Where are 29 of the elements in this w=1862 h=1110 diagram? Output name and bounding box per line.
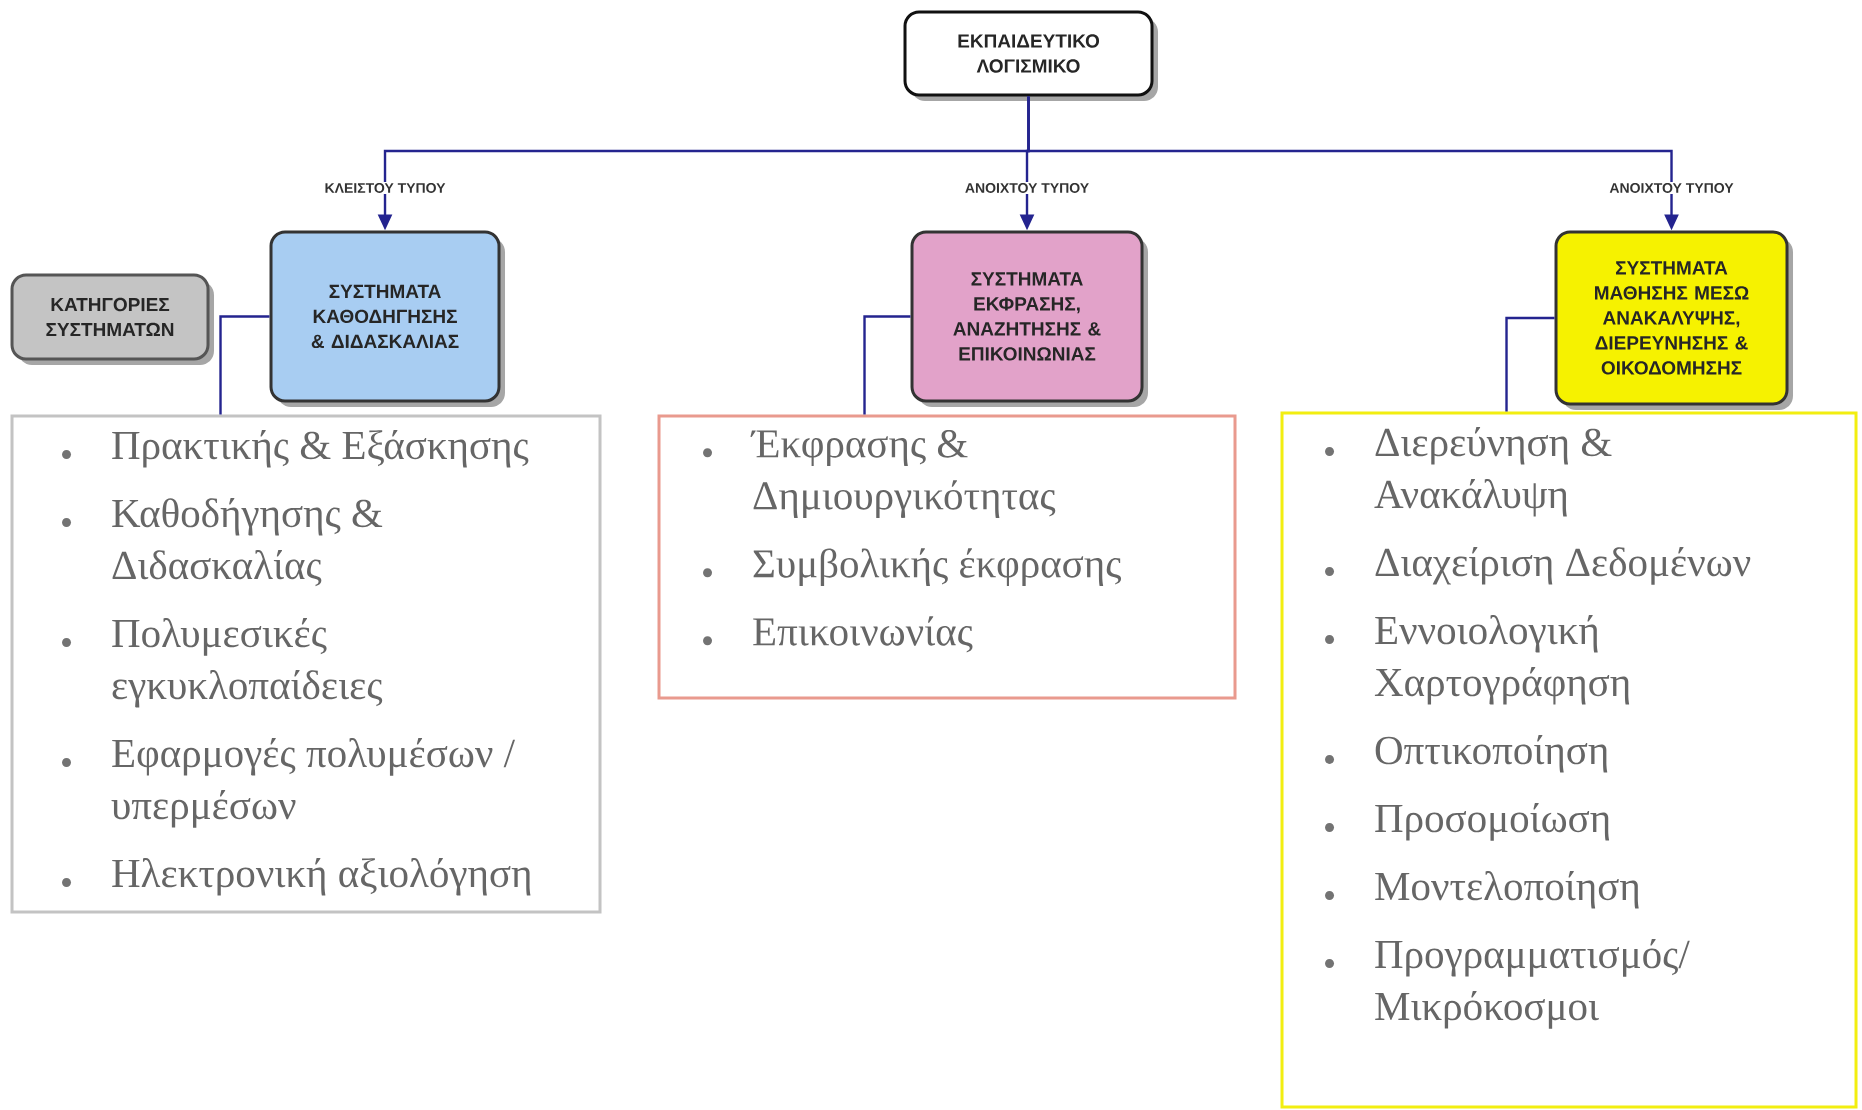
list-item: Διερεύνηση & Ανακάλυψη (1374, 427, 1612, 517)
list-box (657, 414, 1237, 700)
category-box: ΕΚΠΑΙΔΕΥΤΙΚΟ ΛΟΓΙΣΜΙΚΟ (903, 10, 1158, 101)
list-item: Καθοδήγησης & Διδασκαλίας (112, 498, 383, 587)
list-box (1280, 411, 1858, 1109)
category-box: ΣΥΣΤΗΜΑΤΑ ΕΚΦΡΑΣΗΣ, ΑΝΑΖΗΤΗΣΗΣ & ΕΠΙΚΟΙΝΩΝΙΑΣ (910, 230, 1148, 407)
list-item: Εφαρμογές πολυμέσων / υπερμέσων (111, 738, 515, 828)
list-item: Πρακτικής & Εξάσκησης (112, 430, 529, 468)
connector (863, 315, 911, 415)
list-item: Ηλεκτρονική αξιολόγηση (112, 858, 531, 896)
list-item: Πολυμεσικές εγκυκλοπαίδειες (112, 618, 383, 708)
list-item: Διαχείριση Δεδομένων (1375, 547, 1751, 585)
list-item: Προσομοίωση (1375, 803, 1610, 841)
category-box: ΣΥΣΤΗΜΑΤΑ ΜΑΘΗΣΗΣ ΜΕΣΩ ΑΝΑΚΑΛΥΨΗΣ, ΔΙΕΡΕΥΝΗΣΗΣ & ΟΙΚΟΔΟΜΗΣΗΣ (1554, 230, 1793, 410)
list-box (10, 414, 602, 914)
list-item: Οπτικοποίηση (1375, 735, 1608, 773)
connector (219, 315, 270, 415)
edge-label: ΑΝΟΙΧΤΟΥ ΤΥΠΟΥ (1608, 182, 1735, 194)
list-item: Μοντελοποίηση (1375, 871, 1639, 909)
category-box: ΚΑΤΗΓΟΡΙΕΣ ΣΥΣΤΗΜΑΤΩΝ (10, 273, 214, 365)
list-item: Επικοινωνίας (753, 616, 973, 653)
list-item: Εννοιολογική Χαρτογράφηση (1374, 615, 1630, 705)
connector (1505, 316, 1555, 412)
list-item: Έκφρασης & Δημιουργικότητας (750, 430, 1056, 518)
edge-label: ΑΝΟΙΧΤΟΥ ΤΥΠΟΥ (963, 182, 1091, 194)
list-item: Προγραμματισμός/ Μικρόκοσμοι (1375, 939, 1690, 1029)
category-box: ΣΥΣΤΗΜΑΤΑ ΚΑΘΟΔΗΓΗΣΗΣ & ΔΙΔΑΣΚΑΛΙΑΣ (269, 230, 505, 407)
edge-label: ΚΛΕΙΣΤΟΥ ΤΥΠΟΥ (323, 182, 447, 194)
list-item: Συμβολικής έκφρασης (753, 548, 1122, 586)
